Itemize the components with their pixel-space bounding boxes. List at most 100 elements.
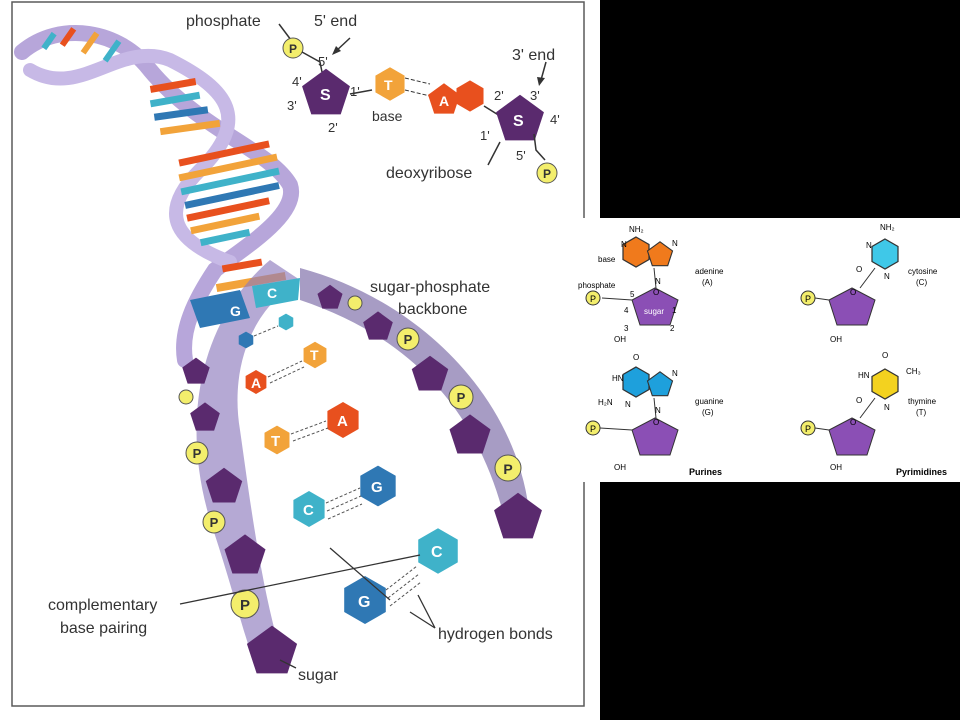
sugar-pentagon bbox=[631, 287, 679, 326]
hydrogen-bond bbox=[404, 77, 431, 85]
bond-line bbox=[301, 51, 323, 73]
complementary-leader bbox=[179, 554, 421, 605]
hydrogen-bond bbox=[253, 325, 279, 337]
phosphate-letter: P bbox=[503, 461, 512, 477]
leader-line bbox=[278, 23, 292, 41]
phosphate-letter: P bbox=[457, 390, 466, 405]
chem-hn: HN bbox=[858, 371, 870, 380]
hydrogen-bonds-leader bbox=[409, 611, 436, 629]
label-adenine: adenine bbox=[695, 267, 724, 276]
chem-n: N bbox=[866, 241, 872, 250]
chem-nh2: NH₂ bbox=[629, 225, 644, 234]
chem-o: O bbox=[850, 418, 856, 427]
phosphate-circle bbox=[448, 384, 474, 410]
base-letter-A: A bbox=[337, 413, 348, 430]
phosphate-circle bbox=[178, 389, 194, 405]
carbon-number: 1 bbox=[672, 306, 677, 315]
phosphate-letter: P bbox=[404, 332, 413, 347]
chem-ch3: CH₃ bbox=[906, 367, 921, 376]
carbon-number: 3 bbox=[624, 324, 629, 333]
chem-o: O bbox=[850, 288, 856, 297]
main-labels: phosphate 5' end 3' end base deoxyribose… bbox=[48, 13, 560, 684]
label-pyrimidines: Pyrimidines bbox=[896, 467, 947, 477]
base-letter-T: T bbox=[384, 77, 393, 93]
rung bbox=[178, 140, 270, 167]
phosphate-letter: P bbox=[590, 424, 596, 434]
label-complementary-line2: base pairing bbox=[60, 620, 147, 637]
label-base: base bbox=[598, 255, 616, 264]
phosphate-circle bbox=[230, 589, 260, 619]
chem-h2n: H₂N bbox=[598, 398, 613, 407]
phosphate-letter: P bbox=[590, 294, 596, 304]
rung bbox=[149, 78, 197, 93]
backbone-ribbon-left bbox=[196, 260, 300, 650]
phosphate-circle bbox=[800, 290, 816, 306]
label-sugar: sugar bbox=[298, 667, 339, 684]
label-adenine-abbr: (A) bbox=[702, 278, 713, 287]
rung bbox=[184, 182, 280, 209]
rung bbox=[102, 39, 122, 63]
guanine-block bbox=[190, 290, 250, 328]
left-strand: P P P bbox=[178, 357, 298, 674]
chem-n: N bbox=[655, 406, 661, 415]
glycosidic-bond bbox=[653, 267, 657, 289]
label-deoxyribose: deoxyribose bbox=[386, 165, 472, 182]
deoxyribose-leader bbox=[487, 141, 501, 166]
base-letter-T: T bbox=[310, 347, 319, 363]
guanine-nucleotide: P O HN H₂N N N N O OH guanine (G) Purine… bbox=[585, 353, 724, 477]
base-letter-G: G bbox=[358, 594, 370, 611]
glycosidic-bond bbox=[653, 397, 657, 419]
carbon-1-right: 1' bbox=[480, 128, 490, 143]
arrow-3-end bbox=[540, 61, 547, 81]
sugar-leader bbox=[279, 659, 297, 669]
chem-hn: HN bbox=[612, 374, 624, 383]
phosphate-circle-top bbox=[282, 37, 304, 59]
label-hydrogen-bonds: hydrogen bonds bbox=[438, 626, 553, 643]
sugar-pentagon bbox=[631, 417, 679, 456]
base-letter-G: G bbox=[230, 303, 241, 319]
sugar-pentagon bbox=[828, 287, 876, 326]
chem-oh: OH bbox=[830, 335, 842, 344]
chem-n: N bbox=[672, 239, 678, 248]
hydrogen-bond bbox=[327, 503, 363, 520]
cytosine-nucleotide: P NH₂ N N O O OH cytosine (C) bbox=[800, 223, 938, 344]
chem-n: N bbox=[884, 403, 890, 412]
rung bbox=[190, 212, 261, 235]
carbon-2-right: 2' bbox=[494, 88, 504, 103]
chem-n: N bbox=[672, 369, 678, 378]
upper-base-rungs bbox=[41, 27, 287, 293]
hydrogen-bond bbox=[269, 366, 305, 384]
sugar-pentagon bbox=[828, 417, 876, 456]
thymine-nucleotide: P O HN CH₃ N O O OH thymine (T) Pyrimidi… bbox=[800, 351, 947, 477]
base-letter-A: A bbox=[251, 375, 261, 391]
label-backbone-line2: backbone bbox=[398, 301, 467, 318]
base-letter-C: C bbox=[431, 544, 443, 561]
base-letter-C: C bbox=[267, 285, 277, 301]
sugar-letter: S bbox=[320, 87, 331, 104]
label-base: base bbox=[372, 108, 403, 124]
hydrogen-bond bbox=[325, 487, 361, 504]
main-diagram-frame bbox=[11, 1, 585, 707]
phosphate-circle bbox=[585, 290, 601, 306]
backbone-ribbon-strand-1 bbox=[14, 25, 300, 368]
phosphate-letter: P bbox=[210, 515, 219, 530]
carbon-number: 2 bbox=[670, 324, 675, 333]
base-letter-T: T bbox=[271, 433, 280, 450]
chem-n: N bbox=[884, 272, 890, 281]
hydrogen-bond bbox=[387, 573, 420, 599]
bond-line bbox=[601, 297, 633, 301]
complementary-leader bbox=[329, 547, 391, 601]
hydrogen-bond bbox=[326, 495, 362, 512]
rung bbox=[199, 228, 251, 247]
hydrogen-bond bbox=[404, 89, 431, 97]
phosphate-circle bbox=[347, 295, 363, 311]
carbon-3-left: 3' bbox=[287, 98, 297, 113]
phosphate-letter: P bbox=[193, 446, 202, 461]
phosphate-circle bbox=[585, 420, 601, 436]
carbon-5-right: 5' bbox=[516, 148, 526, 163]
label-phosphate: phosphate bbox=[578, 281, 616, 290]
chem-o: O bbox=[882, 351, 888, 360]
phosphate-circle bbox=[494, 454, 522, 482]
bond-line bbox=[533, 133, 546, 161]
